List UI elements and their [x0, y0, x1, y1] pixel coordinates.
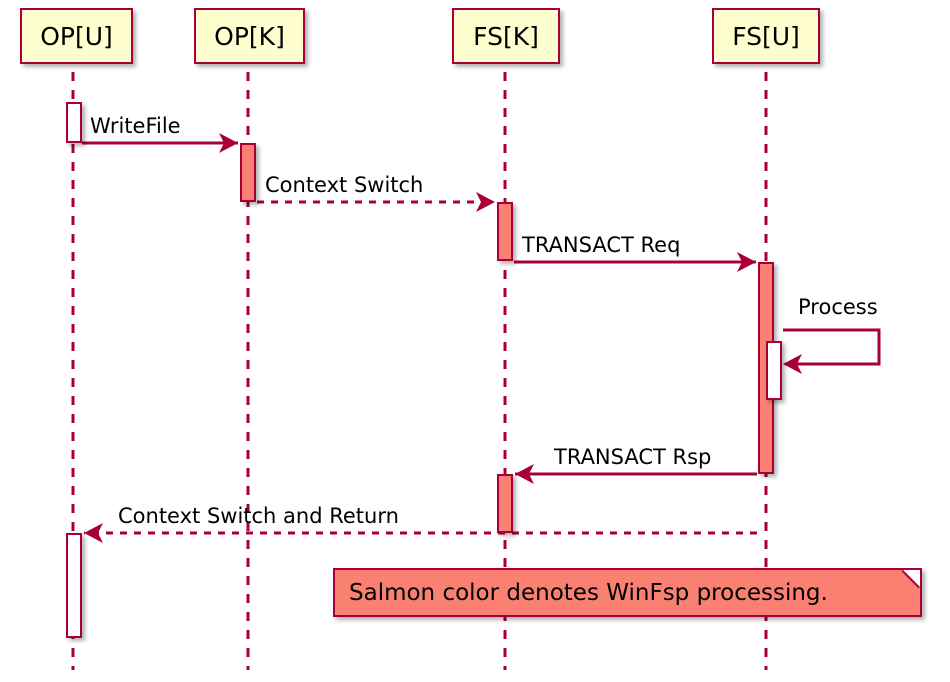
participant-op-k[interactable]: OP[K] — [194, 8, 305, 64]
participant-op-u[interactable]: OP[U] — [20, 8, 133, 64]
participant-fs-u[interactable]: FS[U] — [712, 8, 820, 64]
message-label-writefile: WriteFile — [90, 114, 181, 138]
activation-fs-u-process — [766, 341, 782, 400]
message-label-context-switch: Context Switch — [265, 173, 424, 197]
message-label-context-switch-return: Context Switch and Return — [118, 504, 399, 528]
arrow-head — [84, 523, 103, 543]
arrow-head — [737, 252, 756, 272]
arrows-group — [82, 133, 881, 543]
message-label-process: Process — [798, 295, 878, 319]
arrow-head — [515, 464, 534, 484]
activation-fs-k-transact-rsp — [497, 474, 513, 533]
arrow-head — [783, 354, 802, 374]
arrow-head — [219, 133, 238, 153]
participant-label: OP[K] — [214, 21, 285, 51]
note-salmon-legend: Salmon color denotes WinFsp processing. — [333, 568, 922, 617]
message-label-transact-rsp: TRANSACT Rsp — [554, 445, 712, 469]
activation-op-u-return — [66, 533, 82, 638]
participant-label: FS[K] — [473, 21, 539, 51]
message-line-msg_process — [783, 328, 881, 366]
activation-op-u-writefile — [66, 102, 82, 143]
participant-fs-k[interactable]: FS[K] — [452, 8, 560, 64]
activation-fs-k-context-switch — [497, 202, 513, 261]
arrow-head — [476, 192, 495, 212]
participant-label: OP[U] — [40, 21, 113, 51]
participant-label: FS[U] — [732, 21, 800, 51]
note-text: Salmon color denotes WinFsp processing. — [349, 579, 828, 606]
message-label-transact-req: TRANSACT Req — [522, 233, 681, 257]
activation-op-k-writefile — [240, 143, 256, 202]
